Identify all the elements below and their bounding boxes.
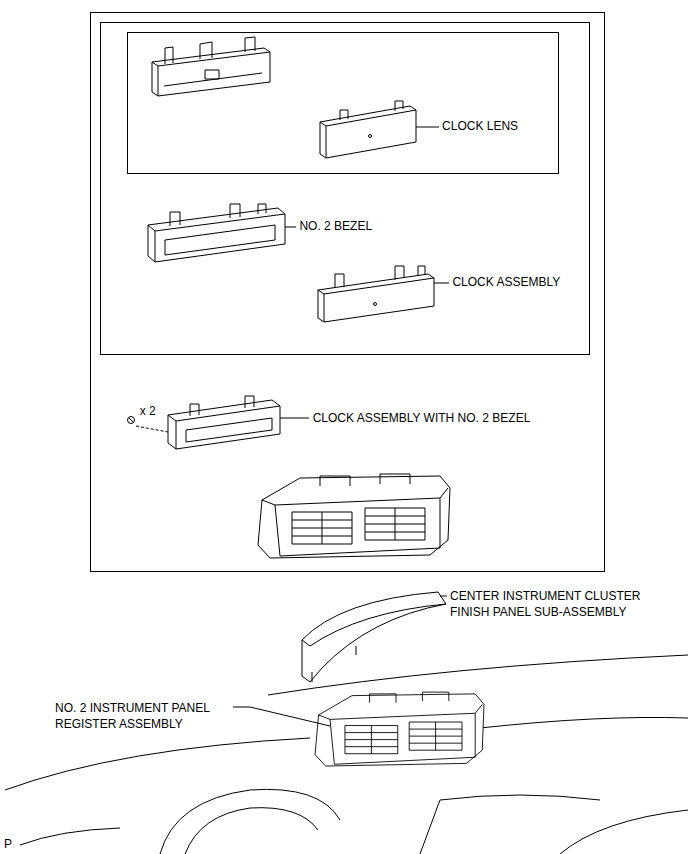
clock-lens bbox=[320, 101, 439, 158]
clock-assembly-with-bezel bbox=[176, 421, 177, 449]
clock-assembly-with-bezel bbox=[168, 400, 280, 449]
dashboard bbox=[315, 692, 484, 766]
clock-lens-frame bbox=[158, 66, 159, 96]
dashboard bbox=[268, 655, 688, 695]
clock-assembly-with-bezel bbox=[129, 418, 133, 422]
finish-panel bbox=[312, 672, 313, 682]
clock-lens-frame bbox=[245, 37, 255, 52]
clock-lens bbox=[369, 135, 372, 138]
clock-assembly-with-bezel bbox=[136, 426, 168, 432]
dashboard bbox=[233, 707, 330, 726]
clock-assembly-with-bezel bbox=[280, 418, 309, 419]
no2-bezel bbox=[165, 225, 275, 255]
clock-lens-frame bbox=[152, 52, 270, 66]
finish-panel bbox=[302, 592, 446, 682]
no2-bezel bbox=[285, 227, 296, 228]
clock-assembly bbox=[335, 274, 344, 288]
clock-assembly-with-bezel bbox=[245, 396, 254, 408]
assembly-frame: NO. 2 BEZEL CLOCK ASSEMBLY CLOCK LENS bbox=[100, 22, 590, 355]
no2-bezel bbox=[148, 204, 296, 262]
no2-bezel bbox=[155, 231, 156, 262]
clock-assembly bbox=[395, 266, 404, 280]
dashboard bbox=[20, 828, 120, 845]
clock-lens-frame bbox=[200, 42, 212, 59]
clock-assembly bbox=[318, 274, 434, 322]
part-label: NO. 2 INSTRUMENT PANEL REGISTER ASSEMBLY bbox=[55, 700, 233, 732]
clock-assembly bbox=[434, 283, 449, 284]
dashboard bbox=[315, 692, 484, 766]
clock-lens bbox=[395, 101, 403, 111]
no2-bezel bbox=[258, 204, 266, 214]
clock-assembly bbox=[324, 294, 325, 322]
clock-lens bbox=[326, 126, 327, 158]
assembly-frame: CLOCK LENS bbox=[127, 32, 559, 174]
finish-panel bbox=[356, 646, 357, 655]
register-assembly bbox=[258, 474, 450, 558]
clock-lens-frame bbox=[205, 70, 219, 79]
assembly-frame: x 2 CLOCK ASSEMBLY WITH NO. 2 BEZEL NO. 2 … bbox=[90, 12, 605, 572]
no2-bezel bbox=[230, 204, 240, 218]
no2-bezel bbox=[148, 208, 285, 262]
clock-lens-frame bbox=[165, 47, 173, 64]
finish-panel bbox=[302, 592, 447, 682]
dashboard bbox=[560, 810, 688, 854]
dashboard bbox=[185, 808, 318, 854]
clock-assembly-with-bezel bbox=[128, 417, 135, 424]
clock-assembly bbox=[374, 303, 377, 306]
clock-assembly bbox=[418, 266, 425, 276]
finish-panel bbox=[440, 596, 447, 597]
part-label: CLOCK ASSEMBLY WITH NO. 2 BEZEL bbox=[313, 411, 531, 426]
clock-assembly-with-bezel bbox=[128, 396, 310, 449]
part-label: x 2 bbox=[140, 404, 156, 419]
finish-panel bbox=[302, 604, 446, 646]
clock-lens-frame bbox=[164, 73, 262, 86]
figure-code: P bbox=[4, 836, 12, 852]
clock-lens bbox=[320, 110, 416, 126]
part-label: CLOCK ASSEMBLY bbox=[452, 275, 560, 290]
no2-bezel bbox=[170, 212, 180, 226]
clock-assembly-with-bezel bbox=[190, 404, 199, 416]
clock-lens-frame bbox=[152, 37, 270, 96]
clock-lens bbox=[320, 106, 416, 158]
clock-lens-frame bbox=[152, 48, 270, 96]
clock-lens bbox=[340, 110, 348, 120]
clock-assembly-with-bezel bbox=[186, 418, 272, 442]
dashboard bbox=[480, 717, 688, 728]
no2-bezel bbox=[148, 214, 285, 231]
part-label: CLOCK LENS bbox=[442, 119, 518, 134]
dashboard bbox=[160, 789, 340, 854]
clock-assembly bbox=[318, 266, 449, 322]
register-assembly bbox=[258, 474, 450, 558]
dashboard bbox=[420, 795, 600, 854]
dashboard bbox=[5, 738, 310, 790]
clock-lens bbox=[416, 127, 439, 128]
part-label: NO. 2 BEZEL bbox=[299, 219, 372, 234]
part-label: CENTER INSTRUMENT CLUSTER FINISH PANEL S… bbox=[450, 588, 682, 620]
dashboard bbox=[5, 655, 688, 854]
